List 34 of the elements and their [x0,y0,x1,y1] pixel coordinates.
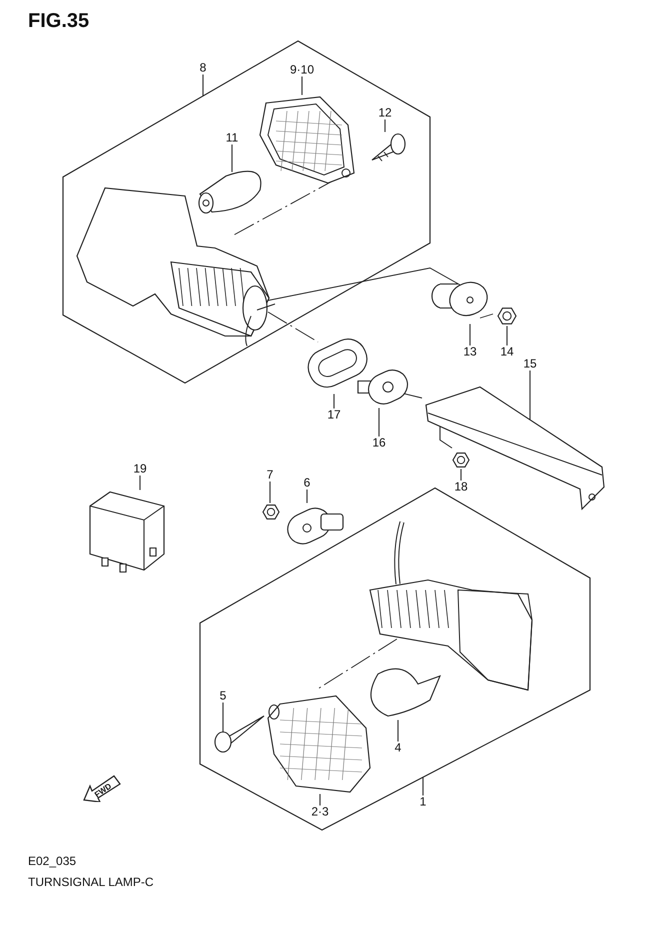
leader-line [202,74,204,96]
leader-line [506,326,508,346]
nut-drawing [497,306,517,326]
callout-number: 1 [420,796,426,808]
callout-number: 2·3 [311,806,329,818]
callout-number: 13 [463,346,477,358]
nut-drawing [452,451,470,469]
screw-drawing [370,132,406,164]
callout-number: 19 [133,462,147,476]
callout-number: 18 [454,480,468,494]
callout-number: 14 [500,346,514,358]
callout-number: 17 [327,408,341,422]
callout-number: 4 [394,742,402,754]
callout-number: 15 [523,358,537,370]
callout-number: 7 [266,468,274,482]
callout-number: 11 [226,132,238,144]
callout-number: 6 [304,476,310,490]
lens-drawing [266,694,372,794]
leader-line [460,468,462,481]
leader-line [422,776,424,796]
leader-line [384,119,386,132]
callout-number: 12 [378,106,392,120]
leader-line [222,702,224,732]
figure-title: FIG.35 [28,10,90,33]
callout-number: 9·10 [290,64,314,76]
callout-number: 8 [200,62,206,74]
nut-drawing [262,503,280,521]
direction-label: FWD [93,782,114,800]
callout-number: 5 [220,690,226,702]
drawing-code: E02_035 [28,854,76,868]
leader-line [378,408,380,437]
leader-line [306,489,308,504]
drawing-caption: TURNSIGNAL LAMP-C [28,875,154,889]
callout-number: 16 [372,436,386,450]
